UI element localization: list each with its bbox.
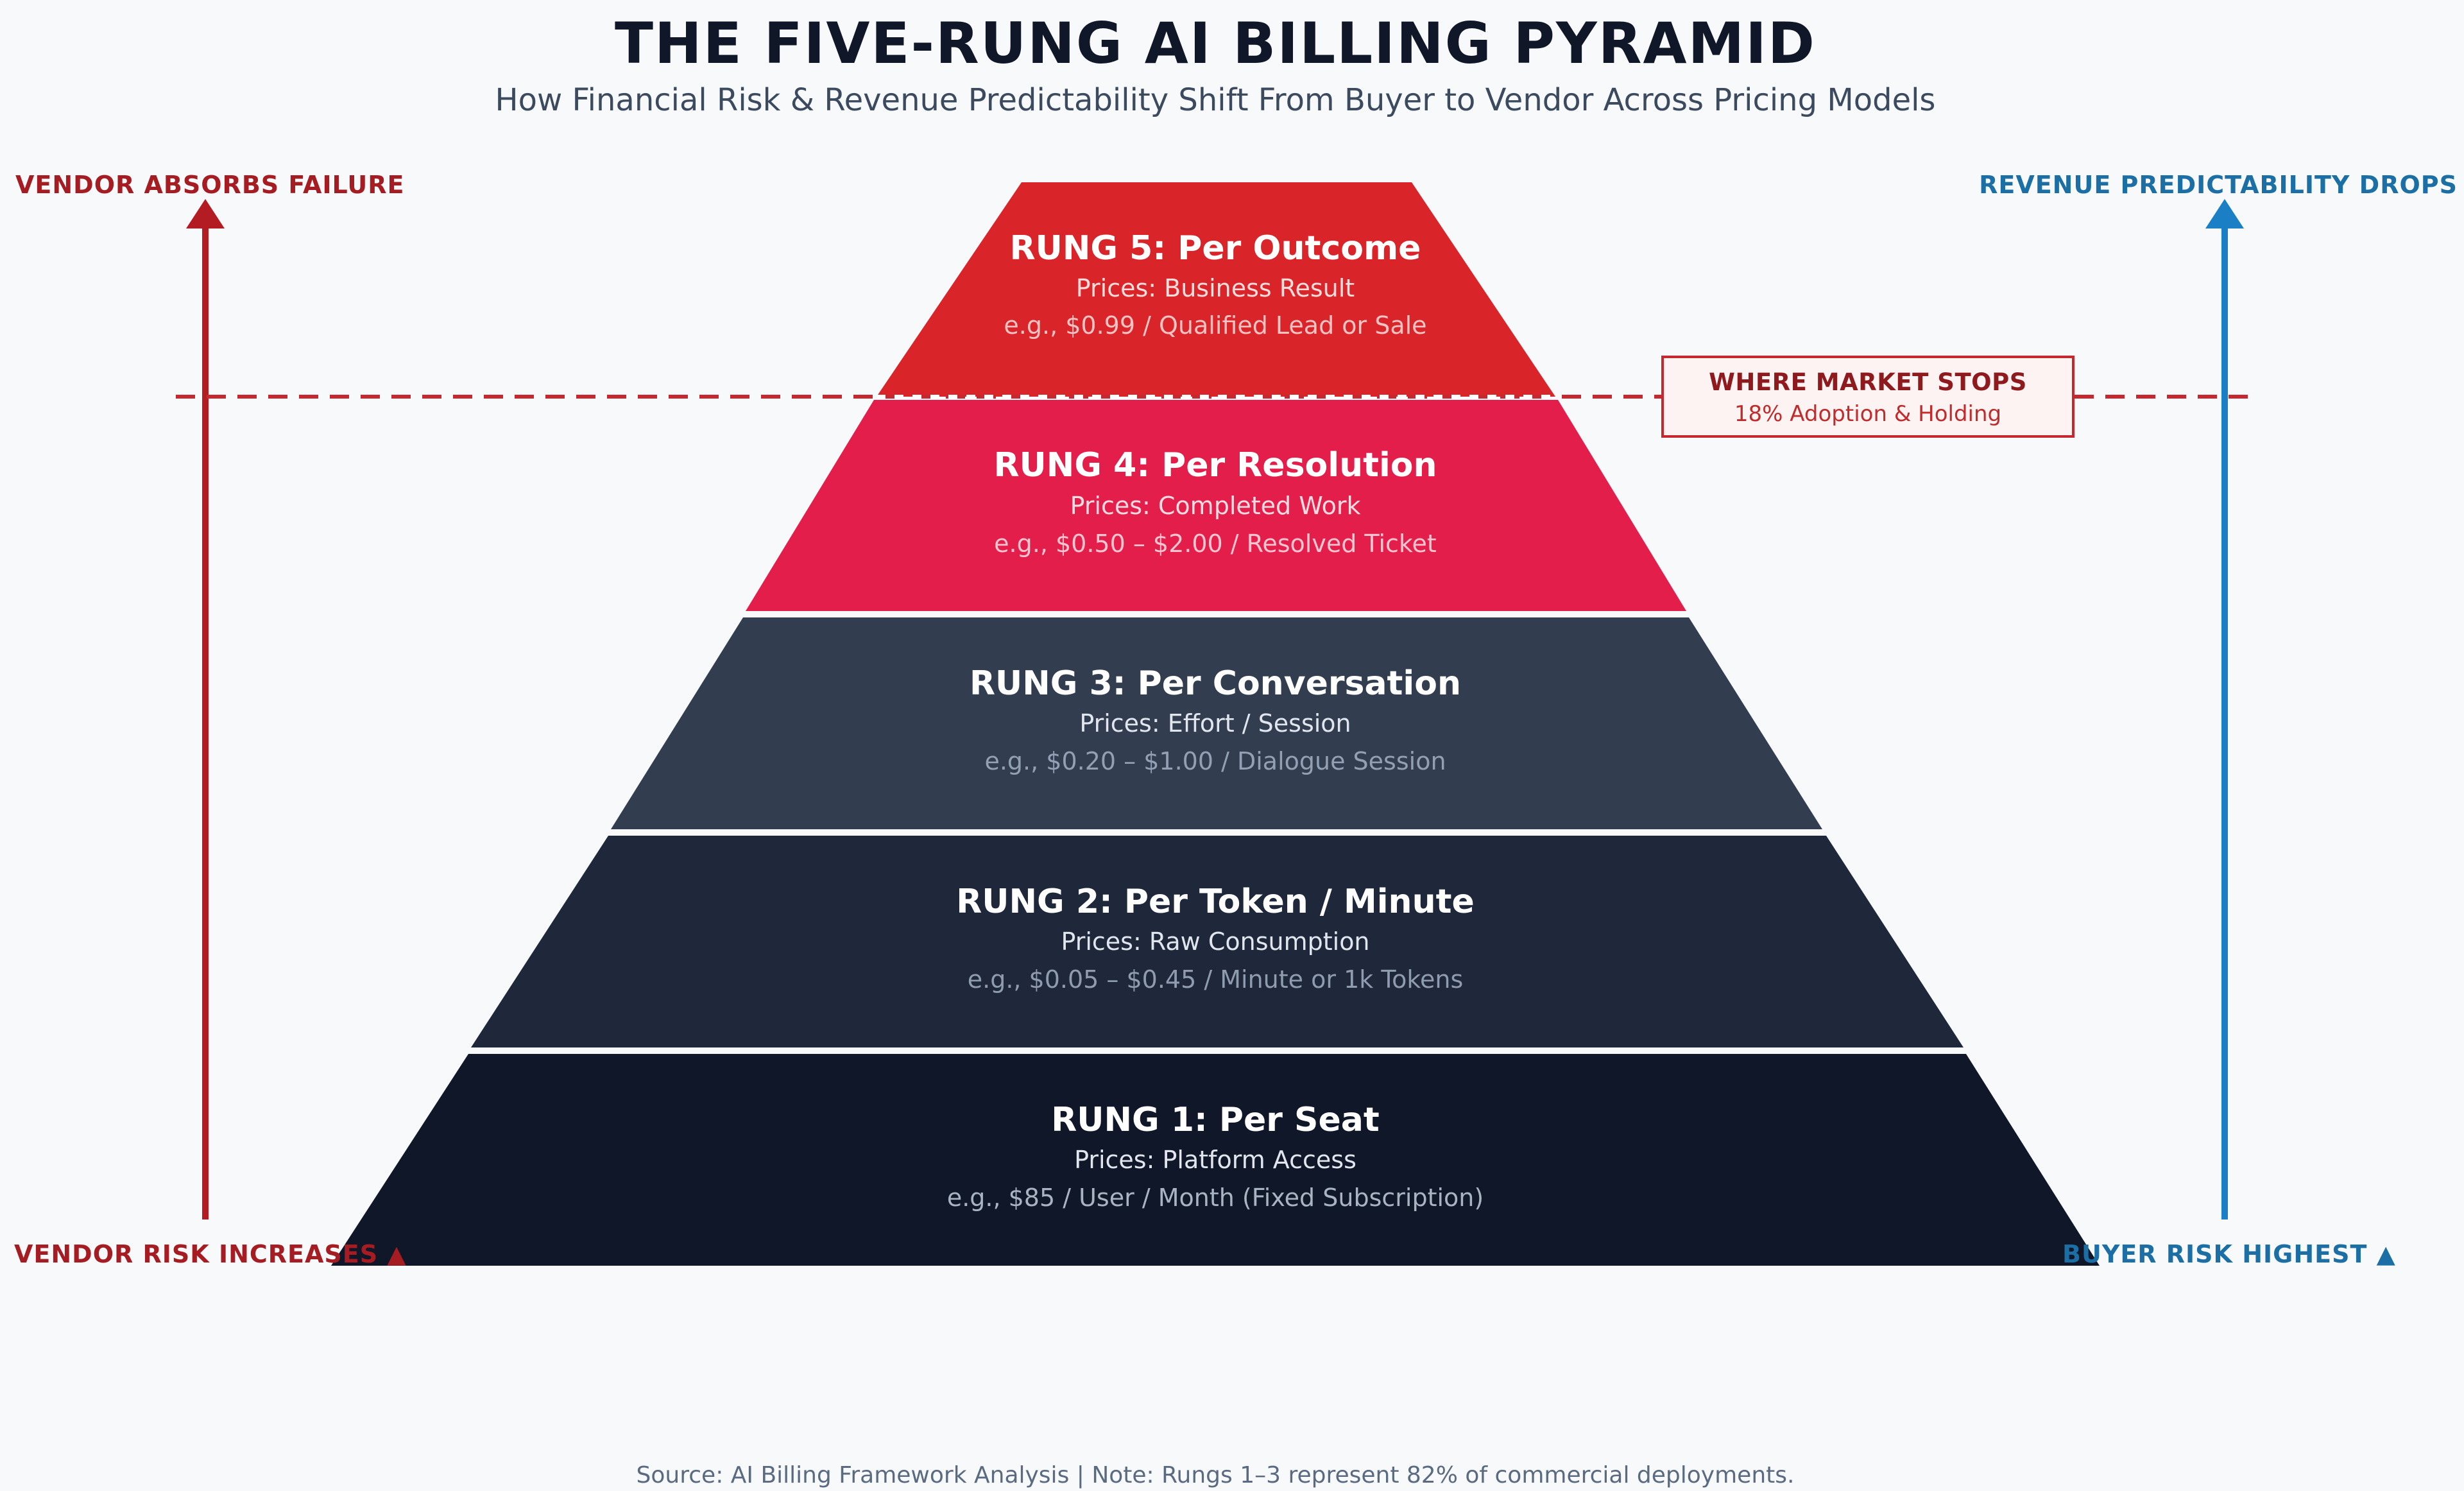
rung-4-subtitle: Prices: Completed Work (1070, 492, 1361, 520)
rung-1-shape (331, 1054, 2100, 1266)
rung-2-title: RUNG 2: Per Token / Minute (956, 883, 1474, 921)
source-footnote: Source: AI Billing Framework Analysis | … (636, 1462, 1795, 1488)
rung-1-example: e.g., $85 / User / Month (Fixed Subscrip… (947, 1184, 1484, 1212)
rung-4-title: RUNG 4: Per Resolution (993, 446, 1437, 485)
rung-2-subtitle: Prices: Raw Consumption (1061, 927, 1369, 956)
left-axis-top-label: VENDOR ABSORBS FAILURE (15, 171, 405, 199)
rung-2-example: e.g., $0.05 – $0.45 / Minute or 1k Token… (968, 965, 1464, 994)
rung-5-example: e.g., $0.99 / Qualified Lead or Sale (1004, 311, 1426, 340)
callout-title: WHERE MARKET STOPS (1709, 368, 2027, 396)
right-axis-top-label: REVENUE PREDICTABILITY DROPS (1979, 171, 2458, 199)
rung-4-shape (746, 400, 1686, 611)
callout-subtitle: 18% Adoption & Holding (1734, 401, 2002, 427)
left-axis-arrowhead-icon (186, 199, 225, 228)
rung-3-example: e.g., $0.20 – $1.00 / Dialogue Session (984, 747, 1446, 775)
rung-2-shape (471, 836, 1964, 1047)
rung-3-shape (611, 617, 1822, 829)
rung-1-subtitle: Prices: Platform Access (1074, 1146, 1356, 1174)
rung-3-subtitle: Prices: Effort / Session (1079, 709, 1351, 737)
page-subtitle: How Financial Risk & Revenue Predictabil… (495, 82, 1936, 118)
page-title: THE FIVE-RUNG AI BILLING PYRAMID (615, 10, 1816, 76)
rung-1-title: RUNG 1: Per Seat (1051, 1101, 1379, 1139)
rung-5-title: RUNG 5: Per Outcome (1010, 229, 1421, 268)
right-axis-arrowhead-icon (2205, 199, 2244, 228)
rung-4-example: e.g., $0.50 – $2.00 / Resolved Ticket (994, 530, 1437, 558)
right-axis-bottom-label: BUYER RISK HIGHEST ▲ (2062, 1240, 2396, 1268)
rung-5-shape (877, 182, 1555, 397)
rung-5-subtitle: Prices: Business Result (1076, 274, 1355, 302)
market-stop-callout: WHERE MARKET STOPS 18% Adoption & Holdin… (1661, 356, 2075, 438)
left-axis-bottom-label: VENDOR RISK INCREASES ▲ (14, 1240, 407, 1268)
rung-3-title: RUNG 3: Per Conversation (970, 664, 1461, 703)
